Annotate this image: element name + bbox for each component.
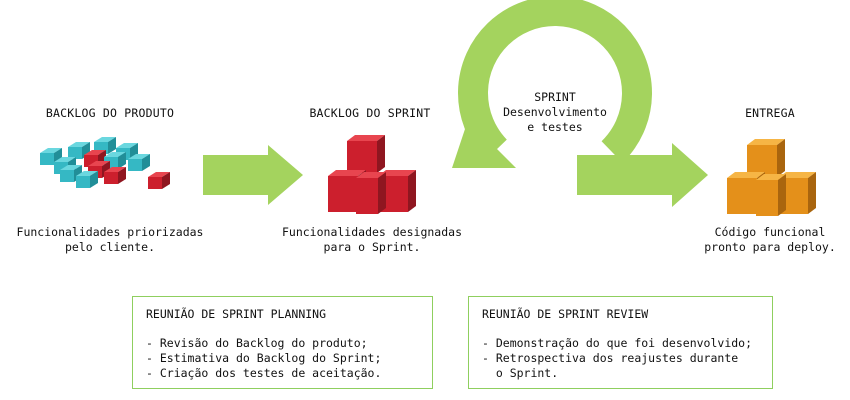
sprint-review-title: REUNIÃO DE SPRINT REVIEW	[482, 307, 649, 321]
sprint-review-item: - Retrospectiva dos reajustes durante	[482, 351, 739, 365]
sprint-subtitle-line2: e testes	[527, 120, 583, 134]
sprint-review-box: REUNIÃO DE SPRINT REVIEW - Demonstração …	[468, 296, 773, 389]
flow-arrow-1	[203, 145, 303, 205]
sprint-planning-item: - Revisão do Backlog do produto;	[146, 336, 368, 350]
sprint-backlog-title: BACKLOG DO SPRINT	[309, 106, 431, 120]
sprint-planning-box: REUNIÃO DE SPRINT PLANNING - Revisão do …	[132, 296, 433, 389]
sprint-title: SPRINT	[534, 90, 576, 104]
flow-arrow-2	[577, 143, 708, 207]
sprint-subtitle-line1: Desenvolvimento	[503, 105, 607, 119]
sprint-backlog-caption: Funcionalidades designadas para o Sprint…	[281, 225, 462, 254]
product-backlog-cubes	[40, 137, 170, 189]
delivery-title: ENTREGA	[745, 106, 795, 120]
delivery-caption: Código funcional pronto para deploy.	[704, 225, 836, 254]
sprint-review-item: - Demonstração do que foi desenvolvido;	[482, 336, 753, 350]
sprint-planning-title: REUNIÃO DE SPRINT PLANNING	[146, 307, 327, 321]
product-backlog-title: BACKLOG DO PRODUTO	[45, 106, 175, 120]
sprint-planning-item: - Estimativa do Backlog do Sprint;	[146, 351, 382, 365]
sprint-backlog-cubes	[328, 135, 416, 214]
sprint-review-item: o Sprint.	[482, 366, 559, 380]
sprint-cycle-arrow	[458, 0, 652, 163]
product-backlog-caption: Funcionalidades priorizadas pelo cliente…	[16, 225, 204, 254]
sprint-planning-item: - Criação dos testes de aceitação.	[146, 366, 382, 380]
sprint-label: SPRINT Desenvolvimento e testes	[480, 90, 630, 135]
delivery-cubes	[727, 139, 816, 216]
sprint-cycle-arrowhead	[452, 120, 516, 168]
